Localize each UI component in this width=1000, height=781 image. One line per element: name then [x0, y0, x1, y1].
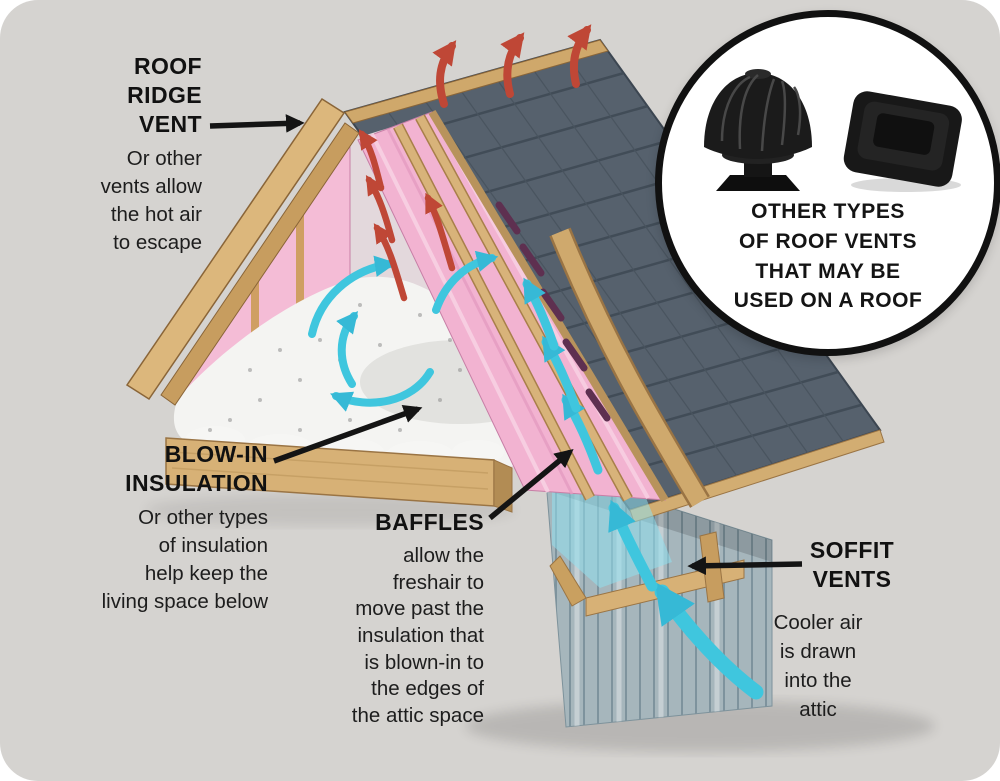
- soffit-vents-title: SOFFIT VENTS: [809, 537, 895, 592]
- baffles-pointer-arrow: [488, 449, 574, 521]
- roof-vent-icons: [704, 69, 962, 192]
- cool-air-arrows: [308, 250, 764, 700]
- soffit-vents-desc: Cooler air is drawn into the attic: [773, 611, 863, 722]
- blow-in-insulation-desc: Or other types of insulation help keep t…: [101, 505, 268, 613]
- inset-caption: OTHER TYPES OF ROOF VENTS THAT MAY BE US…: [733, 200, 923, 313]
- blow-in-pointer-arrow: [273, 404, 423, 464]
- baffles-title: BAFFLES: [375, 509, 484, 535]
- turbine-vent-icon: [704, 69, 812, 191]
- box-vent-icon: [843, 91, 962, 192]
- ridge-pointer-arrow: [209, 114, 305, 133]
- roof-ridge-vent-desc: Or other vents allow the hot air to esca…: [100, 146, 202, 254]
- hot-air-arrows: [358, 24, 592, 302]
- rake-boards: [125, 97, 360, 406]
- soffit-vents-desc-label: Cooler air is drawn into the attic: [748, 602, 888, 724]
- soffit-pointer-arrow: [687, 556, 803, 576]
- baffle-vent-slots: [495, 201, 611, 422]
- rafter-beam: [551, 228, 708, 507]
- roof-ridge-vent-title: ROOF RIDGE VENT: [127, 53, 202, 137]
- roof-ridge-vent-label: ROOF RIDGE VENT Or other vents allow the…: [34, 52, 202, 256]
- ridge-board: [344, 39, 609, 124]
- blow-in-insulation-label: BLOW-IN INSULATION Or other types of ins…: [28, 440, 268, 615]
- soffit-intake-arrow: [654, 582, 764, 700]
- attic-floor-beam: [165, 437, 513, 513]
- roof-vent-types-inset: OTHER TYPES OF ROOF VENTS THAT MAY BE US…: [655, 10, 1000, 356]
- baffles-desc: allow the freshair to move past the insu…: [351, 543, 484, 727]
- blow-in-insulation-title: BLOW-IN INSULATION: [125, 441, 268, 496]
- soffit-vents-label: SOFFIT VENTS: [792, 536, 912, 594]
- pointer-arrows: [209, 114, 803, 576]
- baffles-label: BAFFLES allow the freshair to move past …: [278, 508, 484, 729]
